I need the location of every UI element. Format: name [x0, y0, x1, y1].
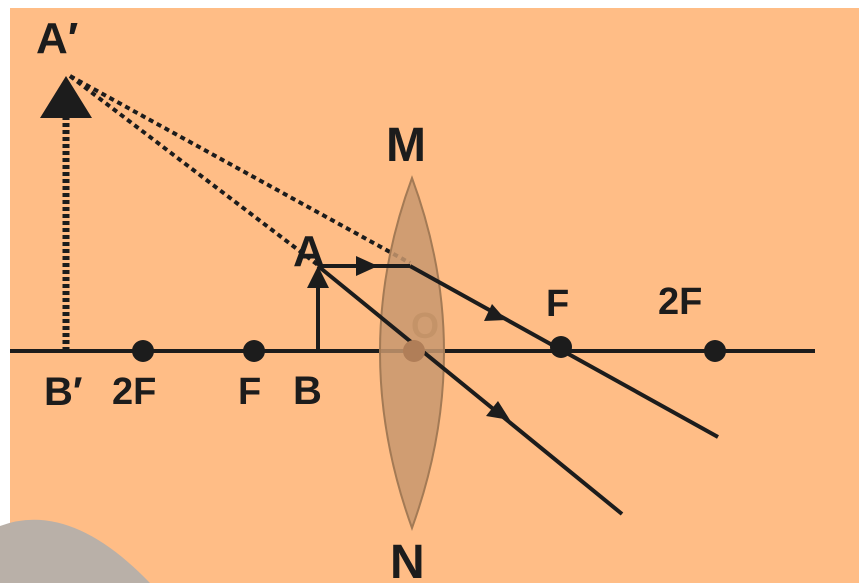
label-a: A: [293, 227, 325, 276]
label-a-prime: A′: [36, 14, 78, 63]
virtual-ray-parallel: [69, 74, 411, 265]
ray-centre-arrow: [486, 401, 510, 420]
label-right-f: F: [546, 283, 569, 325]
label-right-2f: 2F: [658, 281, 702, 323]
right-2f-point: [704, 340, 726, 362]
ray-parallel-arrow: [356, 256, 378, 276]
label-m: M: [386, 119, 426, 172]
label-o: O: [411, 305, 439, 346]
label-left-2f: 2F: [112, 371, 156, 413]
virtual-ray-centre: [68, 74, 320, 267]
label-b-prime: B′: [44, 370, 82, 414]
label-left-f: F: [238, 371, 261, 413]
ray-refracted-arrow: [484, 304, 506, 321]
label-b: B: [293, 369, 322, 413]
object-arrowhead: [307, 266, 329, 288]
label-n: N: [390, 536, 425, 583]
right-f-point: [550, 336, 572, 358]
virtual-image-arrowhead: [40, 76, 92, 118]
left-2f-point: [132, 340, 154, 362]
corner-shape: [0, 519, 150, 583]
optical-centre-point: [403, 340, 425, 362]
left-f-point: [243, 340, 265, 362]
ray-through-centre: [316, 264, 624, 516]
